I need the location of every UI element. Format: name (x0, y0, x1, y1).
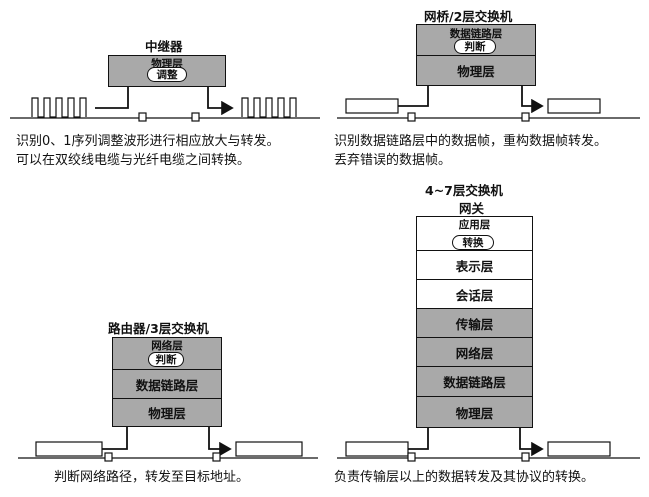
gateway-title-line2: 网关 (459, 201, 485, 216)
bridge-frame-in (345, 98, 399, 114)
repeater-caption-line1: 识别0、1序列调整波形进行相应放大与转发。 (16, 134, 280, 149)
gateway-presentation-layer: 表示层 (417, 251, 532, 280)
gateway-network-layer: 网络层 (417, 338, 532, 367)
repeater-caption-line2: 可以在双绞线电缆与光纤电缆之间转换。 (16, 153, 251, 168)
gateway-physical-layer: 物理层 (417, 397, 532, 427)
gateway-frame-in (345, 441, 409, 457)
repeater-title: 中继器 (145, 39, 183, 54)
gateway-port-left (407, 452, 416, 462)
gateway-port-right (521, 452, 530, 462)
router-port-right (212, 452, 221, 462)
router-network-layer: 网络层 (113, 338, 221, 370)
output-pulse-train (241, 97, 297, 118)
router-title: 路由器/3层交换机 (108, 321, 209, 336)
repeater-port-right (191, 112, 200, 122)
repeater-adjust-badge: 调整 (147, 67, 187, 82)
gateway-transport-layer: 传输层 (417, 309, 532, 338)
router-datalink-layer: 数据链路层 (113, 370, 221, 399)
gateway-session-layer: 会话层 (417, 280, 532, 309)
router-box: 网络层 数据链路层 物理层 (112, 337, 222, 427)
bridge-box: 数据链路层 物理层 (416, 24, 536, 86)
gateway-convert-badge: 转换 (452, 235, 494, 250)
router-judge-badge: 判断 (148, 352, 184, 367)
bridge-datalink-layer: 数据链路层 (417, 25, 535, 56)
bridge-judge-badge: 判断 (454, 39, 496, 54)
gateway-frame-out (547, 441, 611, 457)
gateway-title-line1: 4~7层交换机 (425, 183, 503, 198)
router-port-left (104, 452, 113, 462)
repeater-port-left (138, 112, 147, 122)
bridge-title: 网桥/2层交换机 (424, 9, 513, 24)
gateway-box: 应用层 表示层 会话层 传输层 网络层 数据链路层 物理层 (416, 216, 533, 428)
bridge-frame-out (547, 98, 601, 114)
gateway-caption: 负责传输层以上的数据转发及其协议的转换。 (334, 470, 595, 485)
bridge-port-right (521, 112, 530, 122)
router-frame-out (235, 441, 303, 457)
router-frame-in (35, 441, 103, 457)
bridge-caption-line1: 识别数据链路层中的数据帧，重构数据帧转发。 (334, 134, 608, 149)
bridge-physical-layer: 物理层 (457, 64, 495, 79)
router-caption: 判断网络路径，转发至目标地址。 (54, 470, 250, 485)
router-physical-layer: 物理层 (148, 406, 186, 421)
input-pulse-train (31, 97, 87, 118)
bridge-port-left (407, 112, 416, 122)
bridge-caption-line2: 丢弃错误的数据帧。 (334, 153, 452, 168)
gateway-datalink-layer: 数据链路层 (417, 367, 532, 397)
